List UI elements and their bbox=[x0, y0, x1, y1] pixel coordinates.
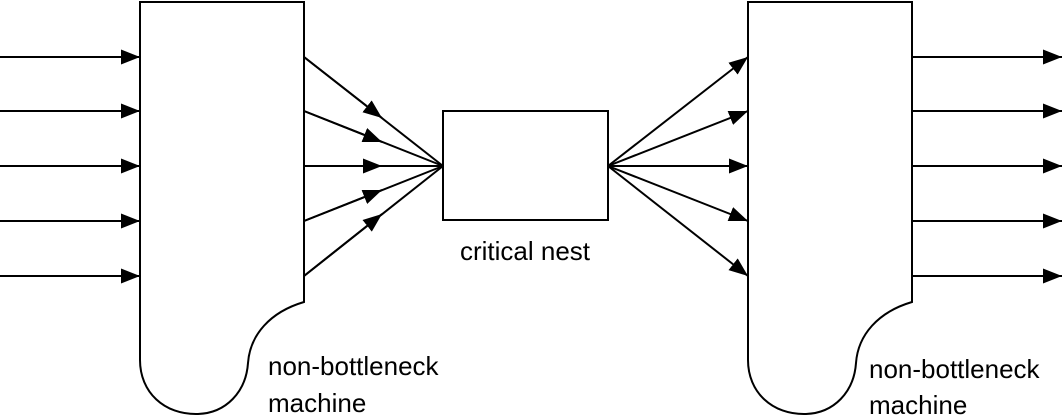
right-machine-label-line2: machine bbox=[869, 390, 967, 417]
diverging-arrow bbox=[607, 110, 749, 167]
converging-arrow bbox=[303, 213, 383, 277]
converging-arrow bbox=[303, 56, 383, 119]
converging-arrow bbox=[303, 189, 383, 222]
diverging-arrow bbox=[607, 56, 749, 167]
diverging-arrow bbox=[607, 165, 749, 222]
critical-nest-box bbox=[442, 110, 609, 221]
left-machine-label-line2: machine bbox=[268, 388, 366, 417]
critical-nest-label: critical nest bbox=[460, 236, 591, 266]
right-machine-label-line1: non-bottleneck bbox=[869, 354, 1041, 384]
converging-arrow bbox=[303, 110, 383, 143]
left-machine-label-line1: non-bottleneck bbox=[268, 351, 440, 381]
right-machine-shape bbox=[747, 1, 913, 416]
diverging-arrow bbox=[607, 165, 749, 277]
left-machine-shape bbox=[139, 1, 305, 416]
